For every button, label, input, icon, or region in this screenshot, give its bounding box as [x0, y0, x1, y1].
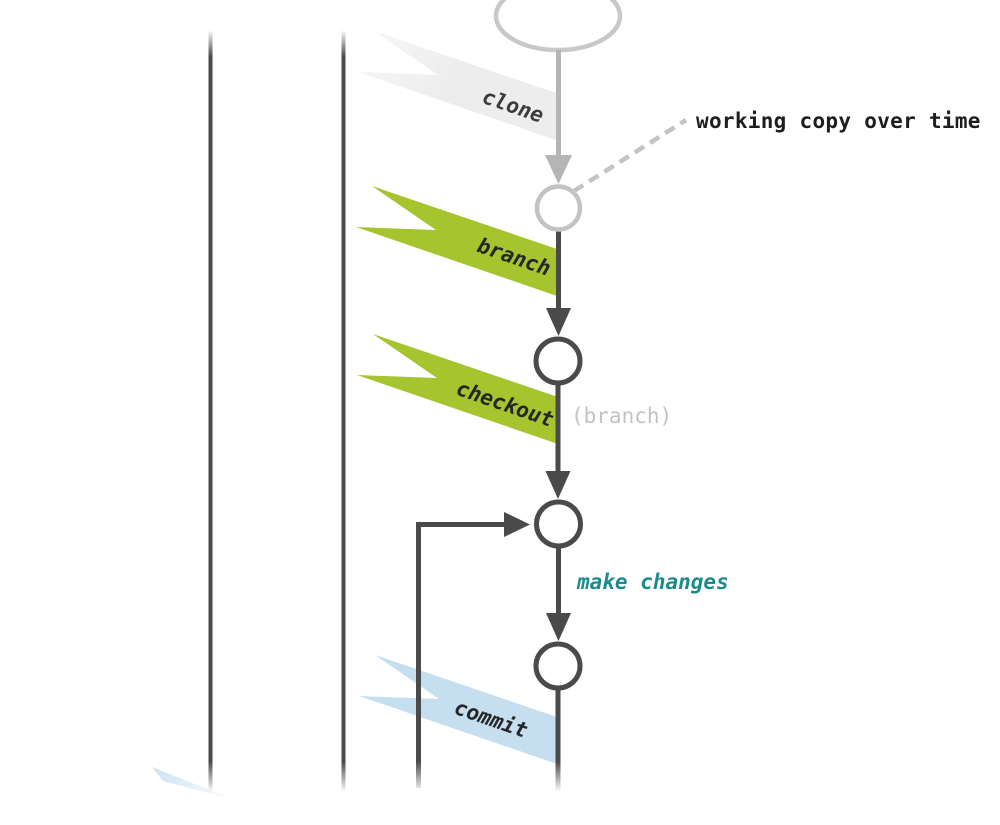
commit-flag: [359, 655, 560, 765]
working-copy-node: [534, 184, 583, 232]
make-changes-arrowhead: [546, 613, 571, 641]
commit-node-3: [533, 641, 583, 691]
clone-arrowhead: [545, 155, 572, 184]
clone-flag: [358, 31, 559, 141]
loop-arrowhead: [504, 512, 530, 537]
dashed-connector: [572, 118, 688, 193]
commit-node-1: [533, 336, 583, 386]
checkout-flag: [357, 334, 558, 444]
branch-flag: [356, 186, 557, 296]
working-copy-label: working copy over time: [696, 109, 981, 133]
commit-node-2: [534, 499, 583, 549]
faded-flag-fragment: [152, 767, 235, 800]
remote-repo-cylinder: [493, 0, 623, 53]
checkout-arrowhead: [545, 471, 571, 499]
branch-ref-label: (branch): [571, 404, 672, 428]
branch-arrowhead: [546, 308, 571, 336]
repeat-loop-line: [416, 522, 505, 788]
make-changes-label: make changes: [576, 570, 729, 594]
